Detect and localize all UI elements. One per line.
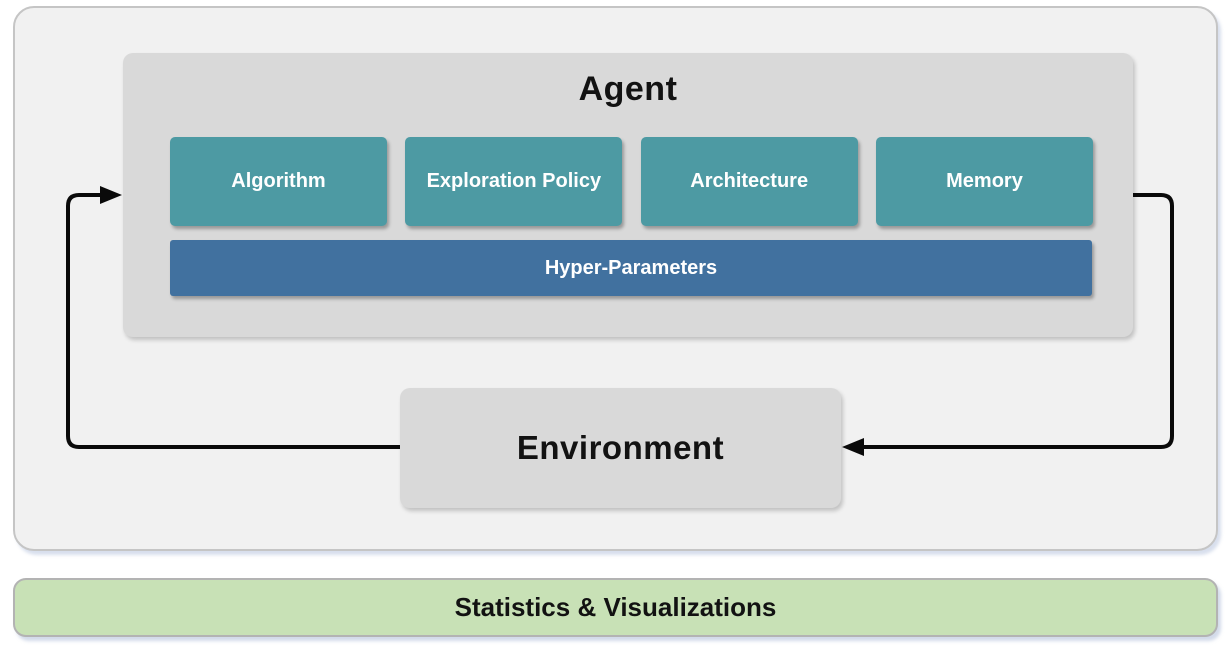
hyper-parameters-bar: Hyper-Parameters [170, 240, 1092, 296]
module-memory: Memory [875, 137, 1093, 226]
agent-panel: Agent Algorithm Exploration Policy Archi… [123, 53, 1133, 337]
module-exploration-policy: Exploration Policy [405, 137, 623, 226]
module-algorithm: Algorithm [170, 137, 387, 226]
module-architecture: Architecture [640, 137, 858, 226]
agent-title: Agent [578, 70, 678, 108]
agent-modules-row: Algorithm Exploration Policy Architectur… [170, 137, 1093, 226]
statistics-visualizations-bar: Statistics & Visualizations [13, 578, 1218, 637]
environment-box: Environment [400, 388, 841, 508]
